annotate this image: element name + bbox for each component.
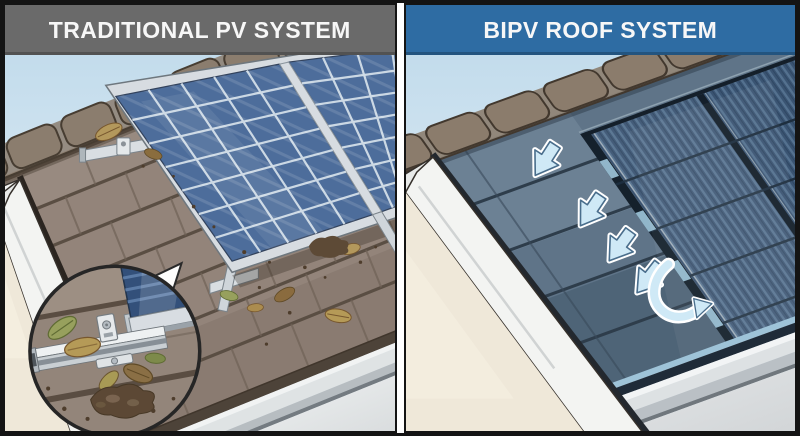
illustration-bipv: [405, 55, 795, 431]
pv-field: [578, 55, 795, 360]
panel-title-traditional: TRADITIONAL PV SYSTEM: [5, 5, 395, 55]
panel-bipv: BIPV ROOF SYSTEM: [403, 3, 797, 433]
mounting-rail: [78, 137, 259, 313]
debris-leaves: [95, 122, 378, 360]
panel-traditional: TRADITIONAL PV SYSTEM: [3, 3, 397, 433]
traditional-roof-scene: [5, 55, 395, 431]
callout-ring: [28, 264, 202, 431]
callout-detail-scene: [29, 266, 200, 431]
gable-trim: [405, 152, 650, 431]
panel-title-bipv: BIPV ROOF SYSTEM: [405, 5, 795, 55]
water-flow-arrow: [605, 224, 638, 264]
curved-flow-arrow: [647, 257, 714, 324]
detail-callout: [28, 261, 202, 431]
eave-gutter: [56, 254, 395, 431]
water-flow-arrow: [577, 189, 609, 229]
bipv-roof-scene: [405, 55, 795, 431]
water-flow-arrows: [531, 138, 714, 324]
ridge-caps: [405, 55, 795, 190]
eave-gutter: [527, 185, 795, 431]
illustration-traditional: [5, 55, 395, 431]
water-flow-arrow: [531, 138, 563, 179]
callout-debris: [46, 315, 176, 421]
